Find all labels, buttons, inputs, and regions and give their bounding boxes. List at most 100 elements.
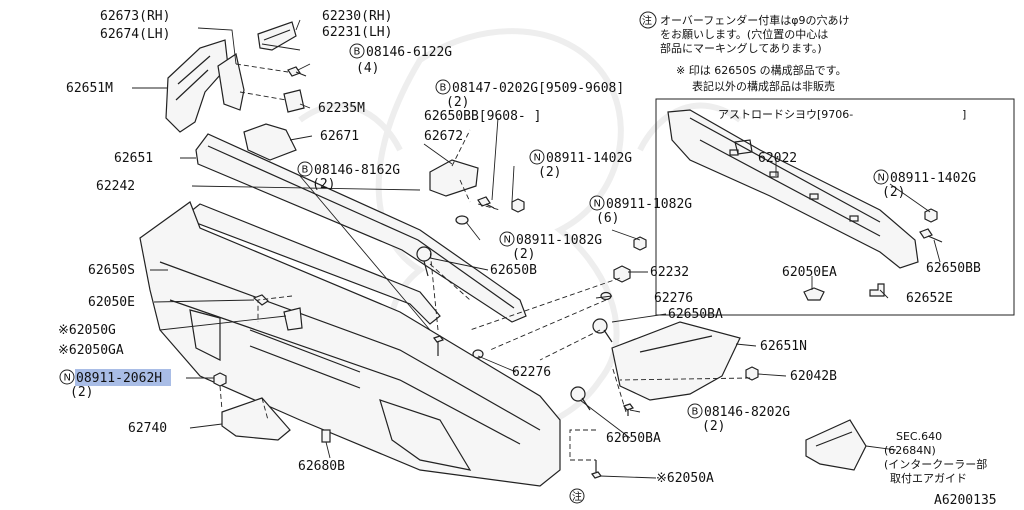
- sec-ref-2: (62684N): [884, 444, 936, 457]
- note-mark-circle: [639, 11, 657, 29]
- nut-symbol: [873, 169, 889, 185]
- reinforcement-62242: [189, 203, 441, 325]
- bracket-62672: [429, 159, 479, 197]
- label-62242: 62242: [96, 179, 135, 194]
- part-number-text: 62042B: [790, 369, 837, 384]
- side-panel-62651N: [611, 321, 741, 401]
- clip-62652E: [869, 283, 885, 297]
- part-number-text: 62231(LH): [322, 25, 392, 40]
- part-number-text: 62674(LH): [100, 27, 170, 42]
- bracket-62671: [243, 123, 297, 161]
- part-number-text: 62650BB[9608- ]: [424, 109, 541, 124]
- sec-ref-4: 取付エアガイド: [890, 472, 967, 485]
- part-number-text: 62673(RH): [100, 9, 170, 24]
- part-number-text: 62740: [128, 421, 167, 436]
- label-08911-1402G-a: N 08911-1402G: [529, 149, 632, 166]
- part-number-text: 62672: [424, 129, 463, 144]
- part-number-text: 62650BB: [926, 261, 981, 276]
- symbol-letter: N: [534, 153, 541, 164]
- label-62671: 62671: [320, 129, 359, 144]
- nut-symbol: [529, 149, 545, 165]
- upper-garnish-62651: [195, 133, 527, 323]
- bracket-62022: [667, 109, 919, 269]
- symbol-letter: B: [302, 165, 309, 176]
- nut-symbol: [589, 195, 605, 211]
- nut-symbol: [59, 369, 75, 385]
- part-number-text: 08911-2062H: [76, 371, 162, 386]
- label-62231: 62231(LH): [322, 25, 392, 40]
- label-62050GA: ※62050GA: [58, 343, 124, 358]
- part-number-text: 62650B: [490, 263, 537, 278]
- part-number-text: 62650BA: [668, 307, 723, 322]
- nut-08911-1402G: [511, 198, 525, 213]
- label-62042B: 62042B: [790, 369, 837, 384]
- label-62673: 62673(RH): [100, 9, 170, 24]
- label-62050A: ※62050A: [656, 471, 714, 486]
- sec-ref-3: (インタークーラー部: [884, 457, 987, 471]
- label-62680B: 62680B: [298, 459, 345, 474]
- note-mark: 注: [642, 14, 652, 27]
- bracket-62230: [257, 21, 297, 51]
- label-62050G: ※62050G: [58, 323, 116, 338]
- label-62232: 62232: [650, 265, 689, 280]
- part-number-text: 08146-6122G: [366, 45, 452, 60]
- screw-62050A: [591, 460, 602, 479]
- leader-lines: [132, 19, 941, 479]
- clip-62680B: [321, 429, 331, 443]
- part-number-text: 62651: [114, 151, 153, 166]
- part-number-text: 08911-1402G: [890, 171, 976, 186]
- symbol-letter: B: [440, 83, 447, 94]
- label-62651: 62651: [114, 151, 153, 166]
- bolt-symbol: [349, 43, 365, 59]
- part-number-text: 08911-1082G: [516, 233, 602, 248]
- part-number-text: 08147-0202G[9509-9608]: [452, 81, 624, 96]
- note-line-5: 表記以外の構成部品は非販売: [692, 79, 835, 93]
- label-08146-8202G-qty: (2): [702, 419, 725, 434]
- part-number-text: 62671: [320, 129, 359, 144]
- label-62650BA-a: 62650BA: [668, 307, 723, 322]
- note-mark-bottom-circle: [569, 488, 585, 504]
- part-number-text: 08911-1402G: [546, 151, 632, 166]
- label-08146-6122G-qty: (4): [356, 61, 379, 76]
- bolt-symbol: [297, 161, 313, 177]
- part-number-text: 62242: [96, 179, 135, 194]
- bumper-62650S: [139, 201, 561, 487]
- label-08911-2062H-qty: (2): [70, 385, 93, 400]
- part-number-text: ※62050A: [656, 471, 714, 486]
- note-line-1: オーバーフェンダー付車はφ9の穴あけ: [660, 13, 849, 27]
- part-number-text: 62276: [654, 291, 693, 306]
- label-62651N: 62651N: [760, 339, 807, 354]
- inset-bolt: [919, 228, 943, 243]
- label-62650S: 62650S: [88, 263, 135, 278]
- label-62674: 62674(LH): [100, 27, 170, 42]
- bolt-08146-8202G: [623, 403, 634, 416]
- note-line-3: 部品にマーキングしてあります。): [660, 41, 822, 55]
- label-62650B: 62650B: [490, 263, 537, 278]
- part-number-text: 62022: [758, 151, 797, 166]
- guide-lines: [219, 63, 751, 461]
- symbol-letter: B: [692, 407, 699, 418]
- air-guide-62684N: [805, 419, 867, 471]
- nut-08911-1082G-a: [633, 236, 647, 251]
- part-number-text: (2): [70, 385, 93, 400]
- part-number-text: (2): [882, 185, 905, 200]
- label-62022: 62022: [758, 151, 797, 166]
- label-62235M: 62235M: [318, 101, 365, 116]
- sec-ref-1: SEC.640: [896, 430, 942, 443]
- label-62650BB-b: 62650BB: [926, 261, 981, 276]
- side-cover-62651M: [165, 39, 229, 133]
- label-62650BB-a: 62650BB[9608- ]: [424, 109, 541, 124]
- part-number-text: (6): [596, 211, 619, 226]
- part-number-text: 62651N: [760, 339, 807, 354]
- label-62050E: 62050E: [88, 295, 135, 310]
- label-62672: 62672: [424, 129, 463, 144]
- label-62651M: 62651M: [66, 81, 113, 96]
- part-number-text: 62230(RH): [322, 9, 392, 24]
- diagram-id: A6200135: [934, 493, 997, 508]
- inset-title-end: ]: [962, 108, 966, 121]
- clip-62050G: [283, 307, 303, 331]
